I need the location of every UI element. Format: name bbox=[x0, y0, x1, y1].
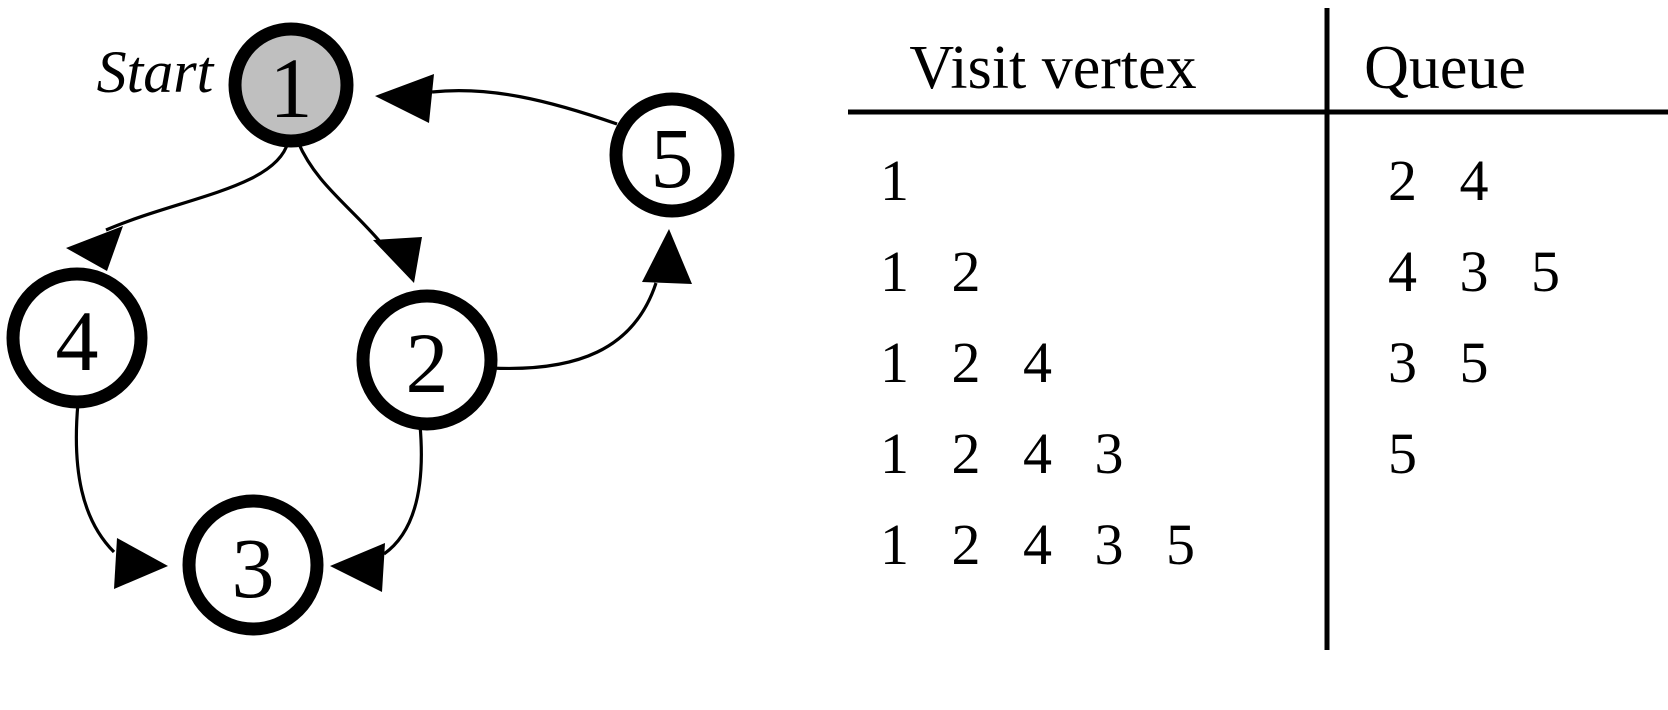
graph-node-3[interactable]: 3 bbox=[182, 494, 324, 636]
node-1-circle[interactable] bbox=[228, 22, 354, 148]
edge-1-to-2-path bbox=[296, 141, 384, 246]
node-4-label: 4 bbox=[56, 293, 99, 389]
edge-2-to-3-path bbox=[383, 424, 423, 556]
edge-2-to-5-arrowhead bbox=[642, 229, 692, 284]
traversal-table-panel: Visit vertex Queue 1 1 2 1 2 4 1 2 4 3 1… bbox=[800, 0, 1668, 710]
table-row: 4 3 5 bbox=[1388, 239, 1574, 304]
node-3-label: 3 bbox=[232, 520, 275, 616]
node-5-circle[interactable] bbox=[609, 92, 735, 218]
edge-2-to-3 bbox=[330, 424, 423, 592]
edge-5-to-1-path bbox=[431, 89, 618, 126]
graph-node-4[interactable]: 4 bbox=[6, 267, 148, 409]
edge-1-to-4 bbox=[66, 141, 290, 271]
node-2-label: 2 bbox=[406, 315, 449, 411]
node-1-label: 1 bbox=[270, 40, 313, 136]
graph-nodes: 1 5 4 2 3 bbox=[6, 22, 735, 636]
edge-1-to-4-path bbox=[105, 141, 290, 232]
node-3-circle[interactable] bbox=[182, 494, 324, 636]
edge-1-to-2 bbox=[296, 141, 422, 283]
graph-node-2[interactable]: 2 bbox=[356, 289, 498, 431]
edge-5-to-1 bbox=[375, 74, 618, 126]
edge-2-to-5 bbox=[490, 229, 692, 371]
table-row: 2 4 bbox=[1388, 148, 1503, 213]
table-row: 5 bbox=[1388, 421, 1431, 486]
table-header-visit-vertex: Visit vertex bbox=[909, 34, 1196, 102]
edge-5-to-1-arrowhead bbox=[375, 74, 434, 123]
table-row: 1 bbox=[880, 148, 923, 213]
start-label: Start bbox=[97, 39, 215, 105]
graph-panel: 1 5 4 2 3 bbox=[0, 0, 800, 710]
edge-4-to-3-path bbox=[74, 402, 116, 554]
edge-1-to-2-arrowhead bbox=[373, 237, 422, 283]
node-5-label: 5 bbox=[651, 110, 694, 206]
table-row: 1 2 4 3 bbox=[880, 421, 1138, 486]
node-2-circle[interactable] bbox=[356, 289, 498, 431]
graph-node-5[interactable]: 5 bbox=[609, 92, 735, 218]
graph-edges bbox=[66, 74, 692, 592]
table-row: 1 2 bbox=[880, 239, 995, 304]
node-4-circle[interactable] bbox=[6, 267, 148, 409]
edge-4-to-3-arrowhead bbox=[114, 538, 168, 589]
graph-node-1[interactable]: 1 bbox=[228, 22, 354, 148]
table-row: 1 2 4 bbox=[880, 330, 1066, 395]
edge-4-to-3 bbox=[74, 402, 168, 589]
table-row: 3 5 bbox=[1388, 330, 1503, 395]
edge-2-to-5-path bbox=[490, 282, 658, 371]
table-row: 1 2 4 3 5 bbox=[880, 512, 1209, 577]
edge-1-to-4-arrowhead bbox=[66, 226, 123, 271]
edge-2-to-3-arrowhead bbox=[330, 543, 385, 592]
table-header-queue: Queue bbox=[1364, 34, 1526, 102]
